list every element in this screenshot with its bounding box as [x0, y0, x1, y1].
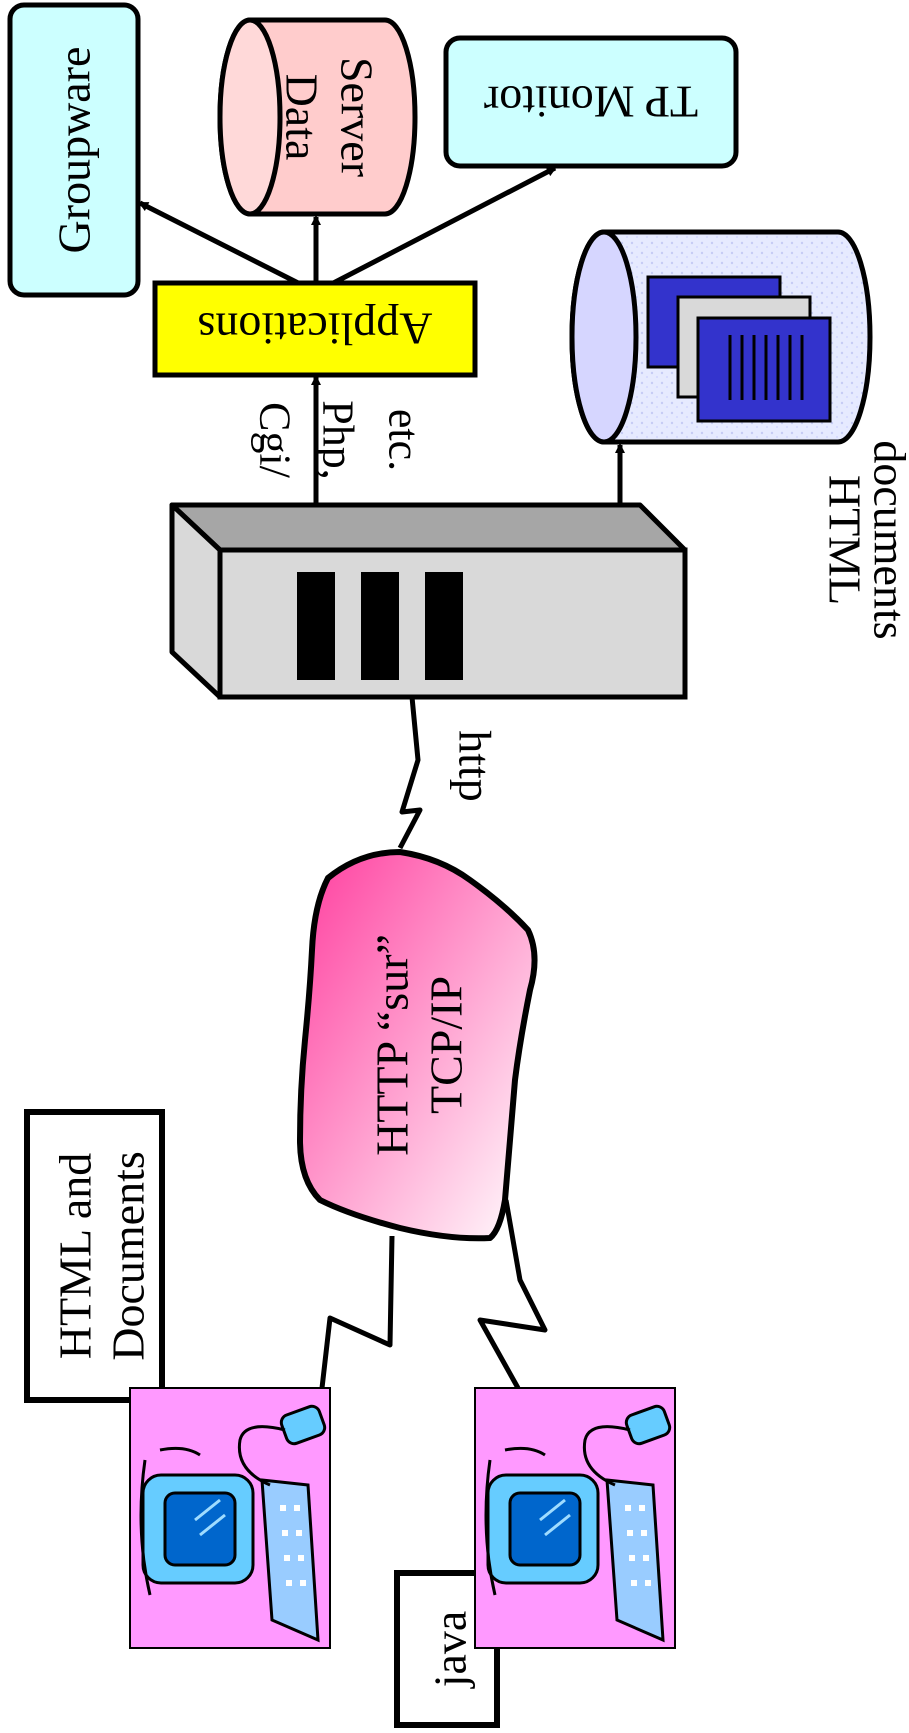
- cgi-label-line3: etc.: [380, 409, 429, 471]
- cloud-label-line1: HTTP “sur”: [367, 934, 418, 1156]
- groupware-box: Groupware: [7, 2, 141, 298]
- cloud-label-line2: TCP/IP: [421, 976, 472, 1114]
- network-cloud: HTTP “sur” TCP/IP: [297, 849, 538, 1242]
- client2-link: [477, 1199, 548, 1390]
- cgi-label-line1: Cgi/: [251, 402, 300, 479]
- java-box: java: [394, 1570, 500, 1728]
- client-doc-label-line2: Documents: [103, 1151, 154, 1361]
- client-computer-1: [129, 1387, 331, 1649]
- data-server-label-line1: Data: [277, 74, 328, 161]
- web-server: [169, 502, 688, 700]
- html-documents-cylinder: [569, 229, 873, 445]
- client1-link: [319, 1235, 395, 1389]
- applications-label: Applications: [197, 304, 432, 355]
- arrow-to-tp-monitor: [314, 165, 557, 295]
- tp-monitor-box: TP Monitor: [443, 35, 739, 169]
- cgi-label: Cgi/ Php, etc.: [251, 400, 429, 479]
- groupware-label: Groupware: [49, 47, 100, 254]
- client-doc-label-line1: HTML and: [50, 1153, 101, 1360]
- client-doc-box: HTML and Documents: [24, 1109, 165, 1403]
- data-server-cylinder: Data Server: [217, 17, 418, 217]
- tp-monitor-label: TP Monitor: [484, 77, 698, 128]
- html-documents-label: HTML documents: [820, 440, 909, 639]
- html-documents-label-line1: HTML: [820, 475, 871, 605]
- application-arrows: [138, 165, 557, 295]
- http-link: [397, 696, 423, 850]
- data-server-label-line2: Server: [332, 57, 383, 177]
- http-label: http: [450, 730, 501, 802]
- arrow-to-groupware: [138, 200, 318, 295]
- java-label: java: [425, 1611, 476, 1690]
- document-stack-icon: [646, 275, 832, 423]
- client-computer-2: [474, 1387, 676, 1649]
- html-documents-label-line2: documents: [865, 440, 909, 639]
- cgi-label-line2: Php,: [314, 400, 363, 479]
- applications-box: Applications: [152, 280, 478, 378]
